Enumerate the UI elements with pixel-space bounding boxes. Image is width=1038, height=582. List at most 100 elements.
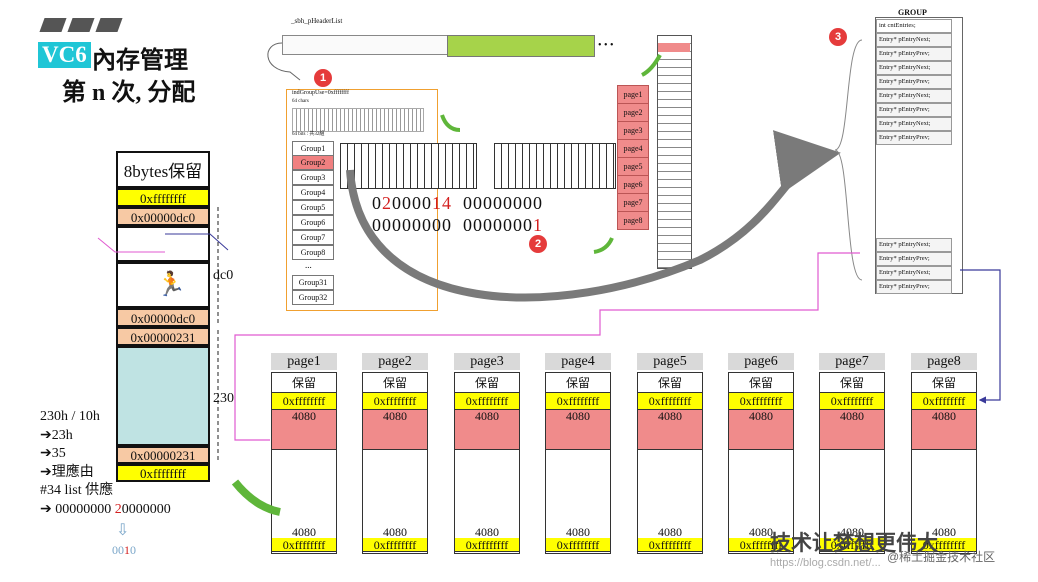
page-link-cell [455, 423, 519, 450]
page-bottom-size: 4080 [566, 525, 590, 539]
note-line-6: ➔ 00000000 20000000 [40, 501, 171, 520]
reserved-header: 8bytes保留 [116, 151, 210, 188]
left-allocated-body [116, 346, 210, 446]
page-header: page6 [728, 353, 794, 370]
page-link-cell [272, 423, 336, 450]
address-column [657, 35, 692, 269]
page-size: 4080 [272, 410, 336, 423]
page-bottom-size: 4080 [658, 525, 682, 539]
group-entry-cell: Entry* pEntryNext; [876, 117, 952, 131]
left-allocated-cookie: 0x00000231 [116, 327, 210, 346]
page-reserved: 保留 [546, 373, 610, 393]
group-item: Group3 [292, 170, 334, 185]
page-link-cell [363, 423, 427, 450]
left-header-cookie: 0x00000dc0 [116, 207, 210, 226]
title-line-1: 內存管理 [92, 48, 188, 74]
page-bottom-sentinel: 0xffffffff [455, 538, 519, 552]
page-top-sentinel: 0xffffffff [363, 393, 427, 410]
page-reserved: 保留 [638, 373, 702, 393]
step-badge-2: 2 [529, 235, 547, 253]
green-arrow-big [231, 479, 281, 516]
page-top-sentinel: 0xffffffff [820, 393, 884, 410]
page-bottom-size: 4080 [292, 525, 316, 539]
note-line-2: ➔23h [40, 427, 73, 443]
page-reserved: 保留 [820, 373, 884, 393]
page-reserved: 保留 [912, 373, 976, 393]
group-entry-cell: Entry* pEntryPrev; [876, 47, 952, 61]
page-size: 4080 [638, 410, 702, 423]
bitmap-r1-a: 0 [372, 193, 382, 213]
page-reserved: 保留 [363, 373, 427, 393]
region-bits-label: 64 bits : 共32組 [292, 132, 325, 137]
header-list-label: _sbh_pHeaderList [291, 17, 343, 25]
down-arrow-icon: ⇩ [116, 522, 130, 539]
page-link-cell [912, 423, 976, 450]
bitmap-result-pre: 00 [112, 543, 124, 557]
group-entry-cell: Entry* pEntryPrev; [876, 131, 952, 145]
group-table-title: GROUP [898, 8, 927, 17]
group-item: Group32 [292, 290, 334, 305]
page-bottom-sentinel: 0xffffffff [638, 538, 702, 552]
bitmap-r1-c: 0000 [392, 193, 432, 213]
left-link-magenta [97, 237, 165, 253]
note-line-4: ➔理應由 [40, 464, 94, 480]
bitmap-result: 0010 [112, 543, 136, 558]
group-entry-cell: Entry* pEntryNext; [876, 61, 952, 75]
group-item: Group6 [292, 215, 334, 230]
group-entry-cell: Entry* pEntryNext; [876, 89, 952, 103]
page-size: 4080 [820, 410, 884, 423]
note-line-3: ➔35 [40, 446, 66, 461]
bitmap-row-2: 00000000 00000001 [372, 215, 543, 236]
left-allocated-footer: 0x00000231 [116, 446, 210, 464]
group-table-count: int cntEntries; [876, 19, 952, 33]
stick-figure-icon: 🏃 [156, 272, 186, 298]
group-item: Group4 [292, 185, 334, 200]
page-bottom-size: 4080 [475, 525, 499, 539]
bitmap-r1-d: 14 [432, 193, 452, 213]
bitmap-grid-right [494, 143, 616, 189]
page-bottom-size: 4080 [383, 525, 407, 539]
page-bottom-size: 4080 [840, 525, 864, 539]
group-ellipsis: ... [305, 260, 312, 270]
group-item-selected: Group2 [292, 155, 334, 170]
group-entry-cell: Entry* pEntryNext; [876, 238, 952, 252]
group-entry-cell: Entry* pEntryPrev; [876, 252, 952, 266]
left-figure-cell: 🏃 [116, 262, 210, 308]
bitmap-r1-b: 2 [382, 193, 392, 213]
note-l6-pre: ➔ 00000000 [40, 501, 115, 517]
note-l6-post: 0000000 [121, 501, 171, 517]
group-item: Group31 [292, 275, 334, 290]
green-arrow-1 [440, 114, 461, 132]
blue-link [960, 269, 1001, 404]
page-link-cell [638, 423, 702, 450]
page-bottom-size: 4080 [932, 525, 956, 539]
page-header: page8 [911, 353, 977, 370]
page-top-sentinel: 0xffffffff [638, 393, 702, 410]
page-bottom-sentinel: 0xffffffff [729, 538, 793, 552]
page-bottom-size: 4080 [749, 525, 773, 539]
page-link-cell [546, 423, 610, 450]
page-link-cell [729, 423, 793, 450]
bitmap-r2-a: 00000000 [372, 215, 452, 235]
page-reserved: 保留 [455, 373, 519, 393]
bitmap-result-post: 0 [130, 543, 136, 557]
page-top-sentinel: 0xffffffff [729, 393, 793, 410]
address-column-highlight [658, 43, 690, 52]
page-size: 4080 [546, 410, 610, 423]
group-entry-cell: Entry* pEntryPrev; [876, 280, 952, 294]
page-top-sentinel: 0xffffffff [912, 393, 976, 410]
page-size: 4080 [455, 410, 519, 423]
left-link-blue [165, 233, 229, 251]
big-grey-arrow [346, 130, 841, 302]
page-top-sentinel: 0xffffffff [272, 393, 336, 410]
header-loop [267, 42, 301, 81]
header-list-dots: • • • [598, 40, 614, 51]
group-item: Group5 [292, 200, 334, 215]
pages-list-item: page2 [617, 103, 649, 122]
group-item: Group8 [292, 245, 334, 260]
title-badge: VC6 [38, 42, 91, 68]
